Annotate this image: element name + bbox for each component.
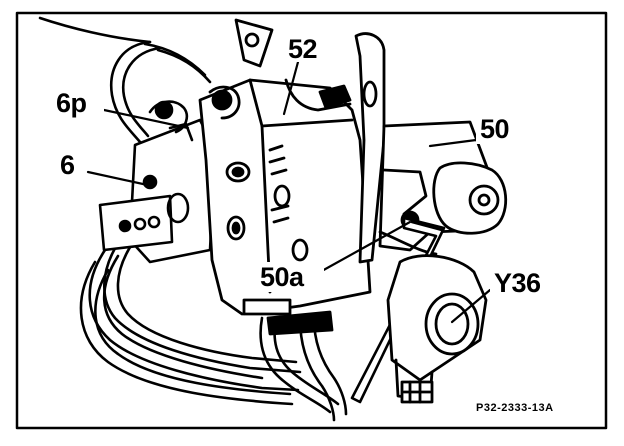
leader-6: [86, 170, 154, 188]
leader-52: [282, 60, 300, 116]
figure-code: P32-2333-13A: [476, 402, 554, 414]
left-sensor-assembly: [98, 100, 217, 264]
leader-50: [428, 138, 478, 148]
solenoid-valve: [386, 254, 488, 404]
callout-52: 52: [288, 34, 318, 64]
mounting-bracket: [354, 32, 386, 264]
leader-lines: [86, 60, 492, 324]
valve-housing: [198, 18, 372, 336]
callout-6: 6: [60, 150, 75, 180]
callout-6p: 6p: [56, 88, 87, 118]
leader-50a: [318, 220, 412, 274]
callout-50a: 50a: [260, 262, 304, 292]
leader-6p: [102, 108, 190, 130]
figure-border: [15, 11, 608, 430]
hydraulic-pipes: [38, 16, 348, 422]
callout-Y36: Y36: [494, 268, 541, 298]
callout-50: 50: [480, 114, 510, 144]
leader-y36: [450, 288, 492, 324]
